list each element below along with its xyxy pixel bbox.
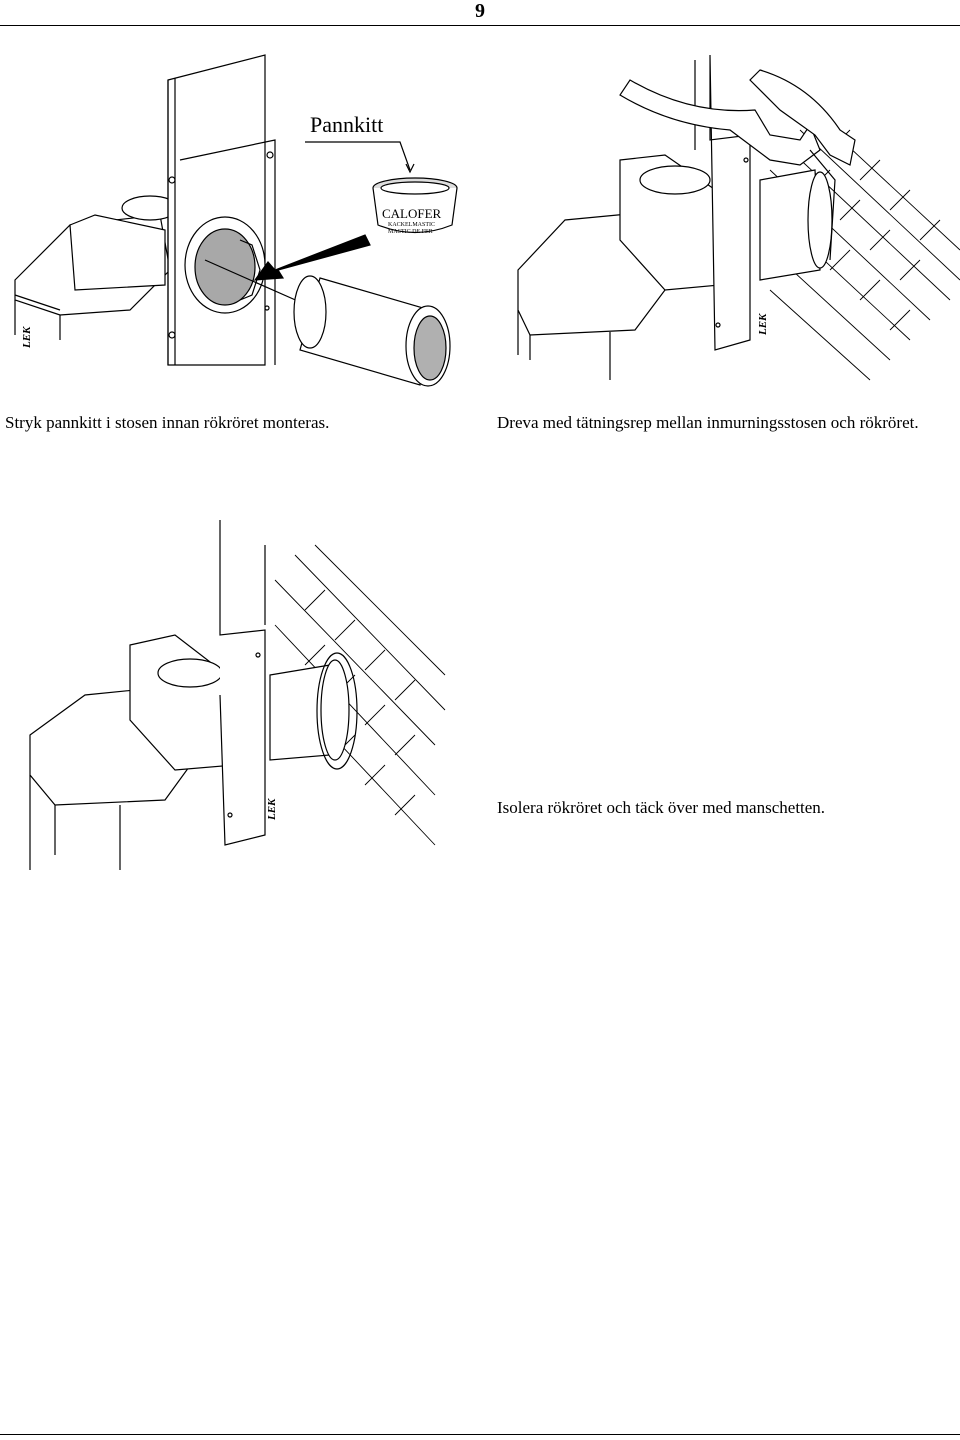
figure-3-caption: Isolera rökröret och täck över med mansc… bbox=[497, 798, 826, 817]
figure-insulate-pipe: LEK bbox=[29, 520, 446, 870]
lek-side-label: LEK bbox=[266, 798, 278, 821]
lek-side-label: LEK bbox=[21, 326, 33, 349]
page-number: 9 bbox=[475, 0, 485, 22]
figure-2-caption: Dreva med tätningsrep mellan inmurningss… bbox=[497, 413, 919, 432]
can-label-line-2: KACKELMASTIC bbox=[388, 222, 435, 228]
lek-side-label: LEK bbox=[757, 313, 769, 336]
figure-1-caption: Stryk pannkitt i stosen innan rökröret m… bbox=[5, 413, 330, 432]
can-label-line-3: MASTIC DE FER bbox=[388, 229, 433, 235]
can-label-brand: CALOFER bbox=[382, 206, 442, 221]
footer-rule bbox=[0, 1434, 960, 1435]
figure-rope-sealing: LEK bbox=[517, 54, 960, 381]
header-rule bbox=[0, 25, 960, 26]
figure-mastic-application: Pannkitt CALOFER KACKELMASTIC MASTIC DE … bbox=[14, 54, 458, 387]
callout-label: Pannkitt bbox=[310, 112, 383, 137]
